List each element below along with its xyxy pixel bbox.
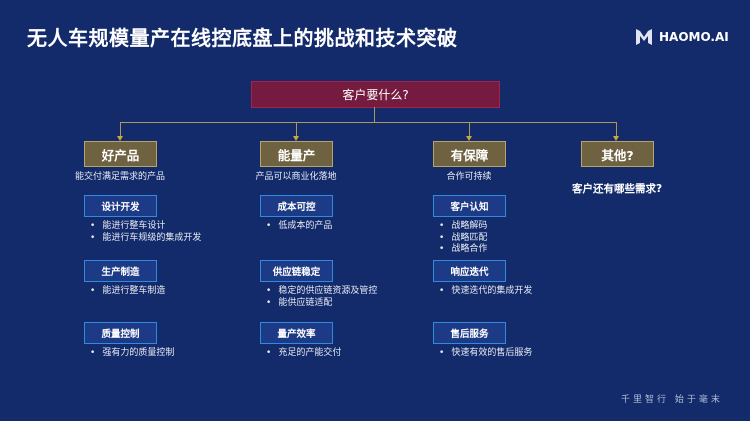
bullet-item: 低成本的产品 [266, 221, 332, 233]
bullet-list: 能进行整车设计能进行车规级的集成开发 [90, 221, 201, 244]
bullet-list: 快速迭代的集成开发 [439, 286, 532, 298]
category-desc: 能交付满足需求的产品 [74, 172, 165, 182]
root-node: 客户要什么? [251, 81, 500, 108]
sub-category-box: 售后服务 [433, 322, 506, 344]
bullet-list: 强有力的质量控制 [90, 348, 174, 360]
brand-name: HAOMO.AI [659, 30, 729, 44]
brand-logo: HAOMO.AI [634, 27, 729, 47]
sub-category-box: 供应链稳定 [260, 260, 333, 282]
arrow-down-icon [466, 136, 472, 141]
bullet-item: 战略解码 [439, 221, 487, 233]
category-other: 其他? [581, 141, 654, 167]
connector [374, 107, 375, 122]
connector [296, 122, 297, 136]
bullet-item: 能进行整车设计 [90, 221, 201, 233]
bullet-list: 充足的产能交付 [266, 348, 341, 360]
bullet-item: 能进行车规级的集成开发 [90, 233, 201, 245]
arrow-down-icon [293, 136, 299, 141]
connector [616, 122, 617, 136]
sub-category-box: 设计开发 [84, 195, 157, 217]
bullet-item: 能进行整车制造 [90, 286, 165, 298]
sub-category-box: 生产制造 [84, 260, 157, 282]
haomo-logo-icon [636, 29, 652, 45]
connector [469, 122, 470, 136]
footer-slogan: 千里智行 始于毫末 [621, 395, 723, 405]
bullet-item: 战略合作 [439, 244, 487, 256]
category-mass-production: 能量产 [260, 141, 333, 167]
arrow-down-icon [117, 136, 123, 141]
bullet-item: 能供应链适配 [266, 298, 377, 310]
sub-category-box: 客户认知 [433, 195, 506, 217]
sub-category-box: 量产效率 [260, 322, 333, 344]
bullet-item: 战略匹配 [439, 233, 487, 245]
connector [120, 122, 617, 123]
bullet-item: 充足的产能交付 [266, 348, 341, 360]
category-desc: 产品可以商业化落地 [255, 172, 337, 182]
bullet-item: 快速有效的售后服务 [439, 348, 532, 360]
bullet-list: 低成本的产品 [266, 221, 332, 233]
bullet-list: 战略解码战略匹配战略合作 [439, 221, 487, 256]
bullet-item: 强有力的质量控制 [90, 348, 174, 360]
sub-category-box: 响应迭代 [433, 260, 506, 282]
bullet-item: 稳定的供应链资源及管控 [266, 286, 377, 298]
category-desc: 客户还有哪些需求? [571, 183, 663, 195]
category-desc: 合作可持续 [446, 172, 492, 182]
sub-category-box: 成本可控 [260, 195, 333, 217]
sub-category-box: 质量控制 [84, 322, 157, 344]
connector [120, 122, 121, 136]
arrow-down-icon [613, 136, 619, 141]
category-good-product: 好产品 [84, 141, 157, 167]
category-assurance: 有保障 [433, 141, 506, 167]
page-title: 无人车规模量产在线控底盘上的挑战和技术突破 [27, 26, 458, 50]
bullet-list: 稳定的供应链资源及管控能供应链适配 [266, 286, 377, 309]
bullet-list: 快速有效的售后服务 [439, 348, 532, 360]
bullet-item: 快速迭代的集成开发 [439, 286, 532, 298]
bullet-list: 能进行整车制造 [90, 286, 165, 298]
